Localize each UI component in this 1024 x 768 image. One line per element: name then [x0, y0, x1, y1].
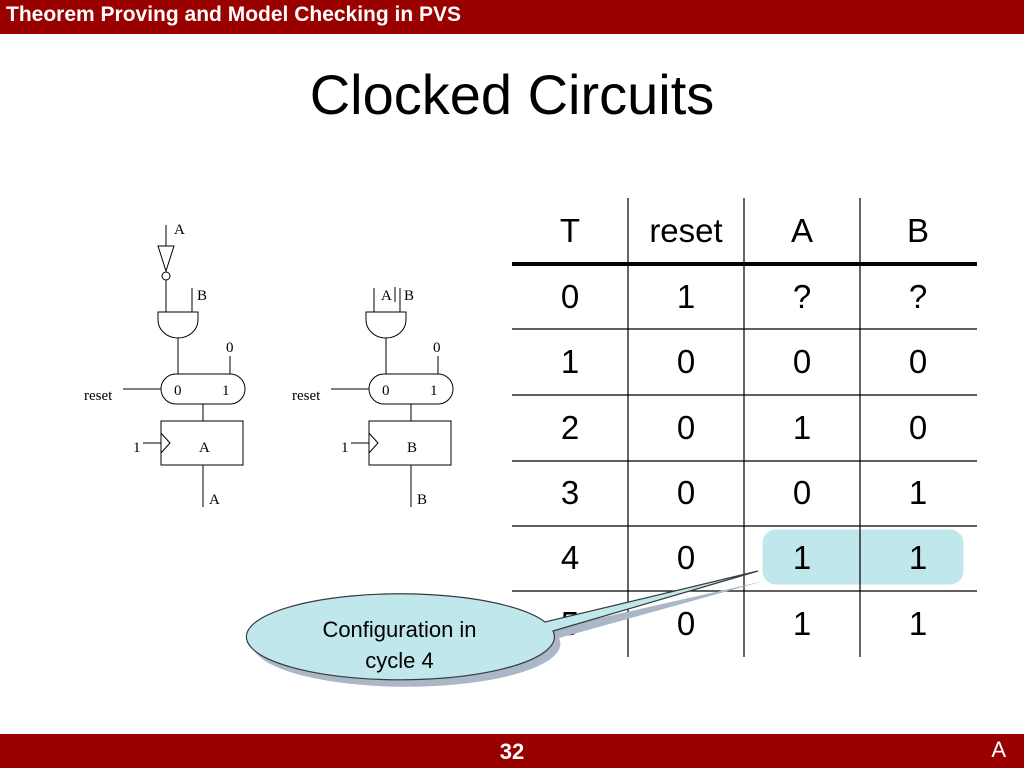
- slide-title: Clocked Circuits: [309, 63, 715, 126]
- header-bar: Theorem Proving and Model Checking in PV…: [0, 0, 1024, 34]
- header-title: Theorem Proving and Model Checking in PV…: [6, 3, 462, 26]
- table-grid: [512, 198, 977, 657]
- circuit-a: [123, 225, 246, 507]
- cell-r5-reset: 0: [677, 605, 695, 642]
- circuit-a-output-label: A: [209, 492, 220, 508]
- circuit-b: [331, 288, 454, 507]
- cell-r5-b: 1: [909, 605, 927, 642]
- cell-r0-a: ?: [793, 278, 811, 315]
- cell-r1-a: 0: [793, 343, 811, 380]
- circuit-b-mux-right-value: 1: [430, 383, 438, 399]
- cell-r1-reset: 0: [677, 343, 695, 380]
- circuit-b-and-gate: [365, 311, 407, 339]
- circuit-b-register-label: B: [407, 440, 417, 456]
- circuit-b-and-input-b-label: B: [404, 288, 414, 304]
- circuit-a-reset-label: reset: [84, 388, 113, 404]
- circuit-b-labels: A B 0 0 1 reset 1 B B: [292, 288, 441, 508]
- cell-r2-t: 2: [561, 409, 579, 446]
- corner-letter: A: [991, 737, 1006, 762]
- cell-r1-t: 1: [561, 343, 579, 380]
- cell-r4-a: 1: [793, 539, 811, 576]
- page-number: 32: [499, 739, 525, 764]
- header-a: A: [791, 212, 813, 249]
- cell-r4-reset: 0: [677, 539, 695, 576]
- callout-line-2: cycle 4: [365, 648, 434, 673]
- cell-r3-a: 0: [793, 474, 811, 511]
- header-t: T: [560, 212, 580, 249]
- circuit-a-inverter: [157, 245, 175, 273]
- circuit-b-reset-label: reset: [292, 388, 321, 404]
- callout-text: Configuration in cycle 4: [292, 614, 507, 676]
- circuit-b-clock-triangle: [368, 432, 379, 454]
- circuit-a-mux-left-value: 0: [174, 383, 182, 399]
- row-4-highlight: [761, 528, 965, 586]
- cell-r0-b: ?: [909, 278, 927, 315]
- circuit-b-mux-left-value: 0: [382, 383, 390, 399]
- circuit-b-mux-top-label: 0: [433, 340, 441, 356]
- circuit-a-inverter-bubble: [161, 271, 171, 281]
- circuit-a-and-gate: [157, 311, 199, 339]
- cell-r3-reset: 0: [677, 474, 695, 511]
- callout-bubble: [245, 570, 764, 687]
- cell-r1-b: 0: [909, 343, 927, 380]
- circuit-a-register-label: A: [199, 440, 210, 456]
- header-b: B: [907, 212, 929, 249]
- circuit-b-clock-label: 1: [341, 440, 349, 456]
- circuit-a-input-label: A: [174, 222, 185, 238]
- table-text: T reset A B 0 1 ? ? 1 0 0 0 2 0 1 0 3 0 …: [560, 212, 929, 642]
- circuit-a-clock-label: 1: [133, 440, 141, 456]
- cell-r2-b: 0: [909, 409, 927, 446]
- circuit-a-mux-top-label: 0: [226, 340, 234, 356]
- cell-r0-reset: 1: [677, 278, 695, 315]
- cell-r3-t: 3: [561, 474, 579, 511]
- cell-r4-b: 1: [909, 539, 927, 576]
- cell-r4-t: 4: [561, 539, 579, 576]
- cell-r2-a: 1: [793, 409, 811, 446]
- circuit-a-register: [160, 420, 244, 466]
- cell-r5-a: 1: [793, 605, 811, 642]
- circuit-b-and-input-a-label: A: [381, 288, 392, 304]
- footer-bar: 32 A: [0, 734, 1024, 768]
- header-reset: reset: [649, 212, 722, 249]
- circuit-b-register: [368, 420, 452, 466]
- circuit-a-mux-right-value: 1: [222, 383, 230, 399]
- cell-r3-b: 1: [909, 474, 927, 511]
- circuit-a-labels: A B 0 0 1 reset 1 A A: [84, 222, 234, 508]
- circuit-a-clock-triangle: [160, 432, 171, 454]
- callout-line-1: Configuration in: [322, 617, 477, 642]
- circuit-b-output-label: B: [417, 492, 427, 508]
- callout-shape: [245, 570, 759, 681]
- cell-r2-reset: 0: [677, 409, 695, 446]
- cell-r0-t: 0: [561, 278, 579, 315]
- circuit-a-and-input-label: B: [197, 288, 207, 304]
